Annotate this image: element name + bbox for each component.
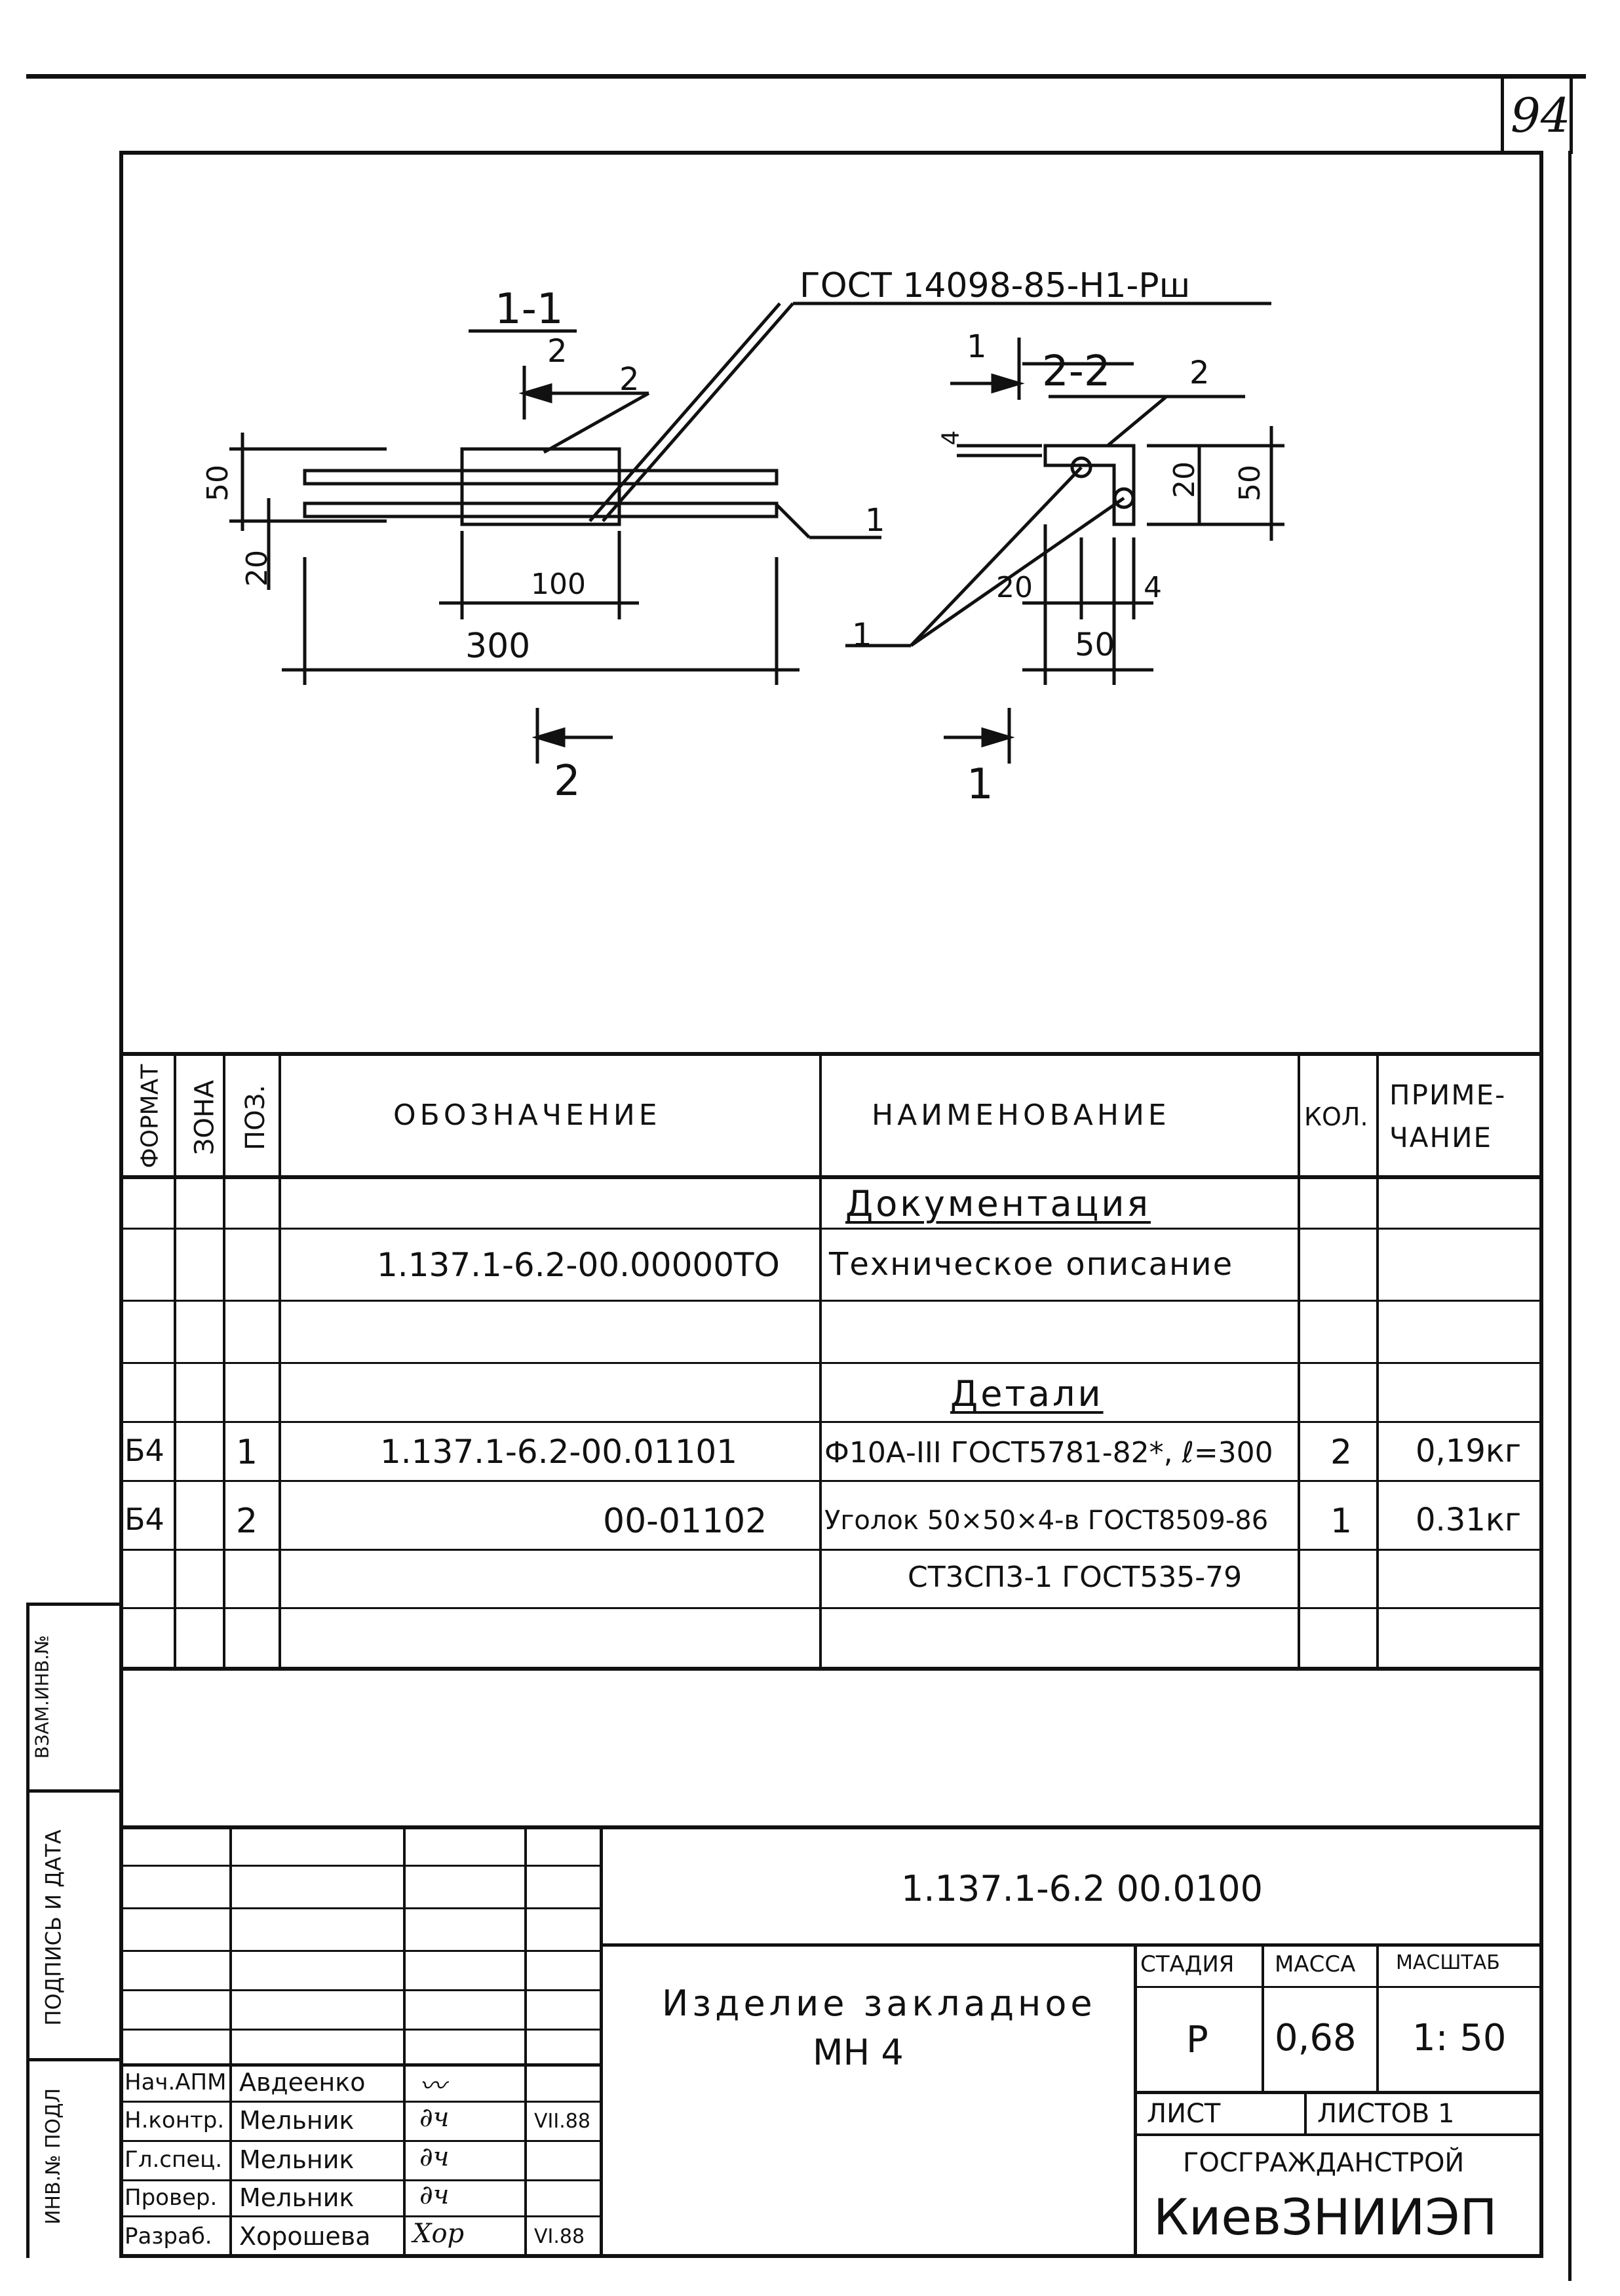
person-name-5: Хорошева (239, 2222, 371, 2251)
outer-right-edge (1568, 151, 1572, 2281)
item-name-2: МН 4 (813, 2032, 904, 2073)
person-date-2: VII.88 (534, 2110, 590, 2133)
person-name-3: Мельник (239, 2145, 355, 2174)
row-1-pos: 1 (236, 1433, 258, 1472)
signature-5: Хор (413, 2219, 465, 2249)
section-1-1-sub: 2 (547, 333, 568, 370)
mass-label: МАССА (1275, 1951, 1356, 1977)
inner-frame-right (1539, 151, 1543, 2258)
stamp-inv-podl: ИНВ.№ ПОДЛ (42, 2088, 66, 2225)
header-name: НАИМЕНОВАНИЕ (872, 1099, 1170, 1132)
sheets-label: ЛИСТОВ 1 (1317, 2099, 1455, 2129)
dim-300-label: 300 (465, 627, 531, 666)
stage-value: Р (1186, 2019, 1208, 2061)
doc-code: 1.137.1-6.2 00.0100 (901, 1868, 1263, 1909)
section-docs: Документация (845, 1183, 1151, 1224)
row-1-note: 0,19кг (1416, 1433, 1522, 1469)
leader-2-label: 2 (619, 361, 640, 398)
org-name-2: КиевЗНИИЭП (1153, 2188, 1497, 2246)
inner-frame-left (119, 151, 123, 2258)
person-role-2: Н.контр. (125, 2107, 225, 2133)
signature-1: 〰 (419, 2071, 446, 2101)
scale-value: 1: 50 (1412, 2017, 1507, 2059)
section-2-2-title: 2-2 (1042, 347, 1111, 396)
dim-50v-label: 50 (1233, 465, 1267, 501)
row-1-qty: 2 (1330, 1433, 1353, 1472)
gost-label: ГОСТ 14098-85-Н1-Рш (800, 266, 1191, 305)
person-role-4: Провер. (125, 2185, 218, 2211)
section-parts: Детали (950, 1373, 1104, 1414)
dim-50h-label: 50 (1075, 627, 1115, 663)
header-note-1: ПРИМЕ- (1389, 1079, 1507, 1111)
header-format: ФОРМАТ (136, 1064, 164, 1169)
row-2-qty: 1 (1330, 1502, 1353, 1541)
row-docs-name: Техническое описание (829, 1246, 1234, 1283)
leader-2-22-label: 2 (1189, 355, 1210, 391)
stage-label: СТАДИЯ (1140, 1951, 1235, 1977)
leader-1-22-label: 1 (852, 617, 872, 653)
dim-4a-label: 4 (937, 430, 965, 446)
row-2-pos: 2 (236, 1502, 258, 1541)
row-2-name: Уголок 50×50×4-в ГОСТ8509-86 (824, 1506, 1269, 1536)
sheet-label: ЛИСТ (1147, 2099, 1221, 2129)
scale-label: МАСШТАБ (1396, 1951, 1500, 1974)
row-1-name: Ф10А-III ГОСТ5781-82*, ℓ=300 (824, 1436, 1273, 1469)
row-2-name-2: СТ3СП3-1 ГОСТ535-79 (908, 1561, 1243, 1594)
leader-1-label: 1 (865, 502, 885, 539)
person-date-5: VI.88 (534, 2225, 585, 2248)
row-2-designation: 00-01102 (603, 1502, 767, 1541)
item-name-1: Изделие закладное (662, 1983, 1096, 2024)
signature-2: ∂ч (419, 2103, 450, 2133)
row-2-format: Б4 (125, 1502, 164, 1537)
dim-20h-label: 20 (996, 571, 1033, 604)
mass-value: 0,68 (1275, 2017, 1357, 2059)
person-role-1: Нач.АПМ (125, 2069, 227, 2095)
row-docs-designation: 1.137.1-6.2-00.00000ТО (377, 1246, 780, 1284)
person-name-4: Мельник (239, 2183, 355, 2212)
signature-3: ∂ч (419, 2142, 450, 2172)
top-border (26, 74, 1586, 79)
stamp-vzam-inv: ВЗАМ.ИНВ.№ (31, 1635, 53, 1759)
header-zone: ЗОНА (189, 1080, 220, 1156)
dim-20-label: 20 (241, 550, 274, 587)
dim-50-label: 50 (201, 465, 235, 501)
row-2-note: 0.31кг (1416, 1502, 1522, 1538)
header-designation: ОБОЗНАЧЕНИЕ (393, 1099, 661, 1132)
inner-frame-bottom (119, 2254, 1543, 2258)
header-pos: ПОЗ. (240, 1085, 271, 1150)
cut-mark-left-label: 2 (554, 757, 581, 806)
sheet-number: 94 (1511, 88, 1571, 143)
dim-20v-label: 20 (1168, 461, 1201, 498)
section-2-2-sub: 1 (967, 328, 987, 365)
person-name-2: Мельник (239, 2106, 355, 2135)
inner-frame-top (119, 151, 1543, 155)
person-name-1: Авдеенко (239, 2068, 366, 2097)
row-1-format: Б4 (125, 1433, 164, 1468)
signature-4: ∂ч (419, 2180, 450, 2210)
header-qty: КОЛ. (1304, 1102, 1368, 1131)
section-1-1-title: 1-1 (495, 285, 564, 334)
row-1-designation: 1.137.1-6.2-00.01101 (380, 1433, 738, 1471)
person-role-5: Разраб. (125, 2223, 212, 2249)
dim-100-label: 100 (531, 568, 586, 601)
dim-4b-label: 4 (1144, 571, 1162, 604)
header-note-2: ЧАНИЕ (1389, 1121, 1493, 1154)
person-role-3: Гл.спец. (125, 2147, 223, 2173)
stamp-podpis-data: ПОДПИСЬ И ДАТА (41, 1829, 66, 2026)
org-name-1: ГОСГРАЖДАНСТРОЙ (1183, 2148, 1465, 2178)
section-drawing (229, 302, 1284, 764)
cut-mark-right-label: 1 (967, 760, 993, 809)
